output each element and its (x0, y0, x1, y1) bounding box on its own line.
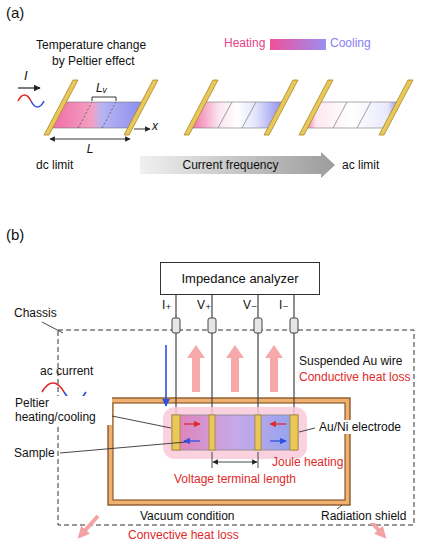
current-arrow (18, 87, 40, 88)
wire (257, 295, 258, 415)
annotation: Peltier heating/cooling (14, 396, 112, 425)
annotation: Temperature change (36, 38, 146, 52)
dimension-tick (212, 452, 213, 468)
limit-label: dc limit (36, 158, 73, 172)
panel-label: (a) (6, 4, 24, 22)
voltage-line (357, 102, 371, 128)
part-label: Chassis (14, 306, 57, 320)
electrode (124, 80, 158, 135)
leader-line (60, 442, 186, 453)
wire (175, 295, 176, 415)
annotation: by Peltier effect (52, 54, 135, 68)
electrode (290, 415, 298, 450)
peltier-arrow (184, 423, 200, 424)
panel-label: (b) (6, 226, 24, 244)
part-label: Suspended Au wire (298, 354, 403, 368)
electrode (255, 415, 261, 450)
electrode (44, 80, 78, 135)
terminal-label: I₋ (279, 298, 289, 312)
chassis-outline (58, 330, 414, 525)
coax-connector (172, 318, 180, 333)
dimension-label: Voltage terminal length (174, 472, 296, 486)
terminal-label: I₊ (162, 298, 172, 312)
suspended-wires (176, 295, 294, 415)
peltier-arrow (270, 423, 286, 424)
part-label: Au/Ni electrode (318, 420, 402, 434)
sine-wave (42, 383, 64, 392)
electrode (184, 80, 218, 135)
dimension-label: Lᵥ (96, 81, 107, 95)
axis-arrow (134, 129, 150, 130)
dimension-line (50, 139, 130, 140)
sample-bar (172, 415, 298, 450)
heat-loss-arrows (187, 345, 283, 392)
current-arrow (165, 345, 167, 406)
leader-line (112, 416, 171, 428)
sample-ac (299, 80, 413, 135)
current-symbol: I (24, 68, 28, 84)
sine-wave (31, 101, 44, 107)
legend-text: Cooling (330, 36, 371, 50)
feedthroughs (172, 318, 298, 333)
radiation-shield (108, 398, 350, 505)
heat-arrow (187, 345, 205, 392)
voltage-line (218, 102, 232, 128)
voltage-line (102, 102, 116, 128)
dimension-label: L (87, 142, 94, 156)
electrode (379, 80, 413, 135)
radiation-shield-inner (113, 403, 345, 500)
dimension-line (213, 462, 257, 463)
part-label: Sample (14, 446, 55, 460)
annotation: Vacuum condition (140, 509, 235, 523)
axis-label: x (152, 119, 158, 133)
convective-arrow (80, 516, 98, 536)
gradient-bar (270, 39, 326, 50)
arrow-body (140, 152, 335, 178)
sample-dc (44, 80, 158, 135)
instrument-box: Impedance analyzer (160, 262, 320, 295)
sine-wave (18, 95, 31, 101)
limit-label: ac limit (342, 158, 379, 172)
electrode (209, 415, 215, 450)
coax-connector (290, 318, 298, 333)
legend-text: Heating (224, 36, 265, 50)
dimension-bracket (92, 97, 116, 101)
heat-arrow (265, 345, 283, 392)
frequency-arrow: Current frequency (140, 152, 335, 178)
coax-connector (208, 318, 216, 333)
electrode (172, 415, 180, 450)
coax-connector (254, 318, 262, 333)
peltier-arrow (184, 440, 200, 441)
wire (293, 295, 294, 415)
voltage-line (78, 102, 92, 128)
leader-line (42, 322, 63, 333)
voltage-line (242, 102, 256, 128)
sample-mid (184, 80, 298, 135)
voltage-line (333, 102, 347, 128)
terminal-label: V₊ (197, 298, 211, 312)
heat-label: Convective heat loss (128, 528, 239, 542)
heat-label: Conductive heat loss (298, 370, 411, 384)
terminal-label: V₋ (243, 298, 257, 312)
electrode (264, 80, 298, 135)
heat-arrow (226, 345, 244, 392)
leader-line (299, 428, 315, 432)
node-text: Current frequency (182, 158, 278, 172)
annotation: ac current (40, 364, 93, 378)
wire (211, 295, 212, 415)
peltier-arrow (270, 440, 286, 441)
electrode (299, 80, 333, 135)
part-label: Radiation shield (320, 509, 407, 523)
heat-label: Joule heating (272, 455, 343, 469)
dimension-tick (258, 452, 259, 468)
joule-glow (163, 407, 307, 459)
node-text: Impedance analyzer (181, 271, 298, 286)
